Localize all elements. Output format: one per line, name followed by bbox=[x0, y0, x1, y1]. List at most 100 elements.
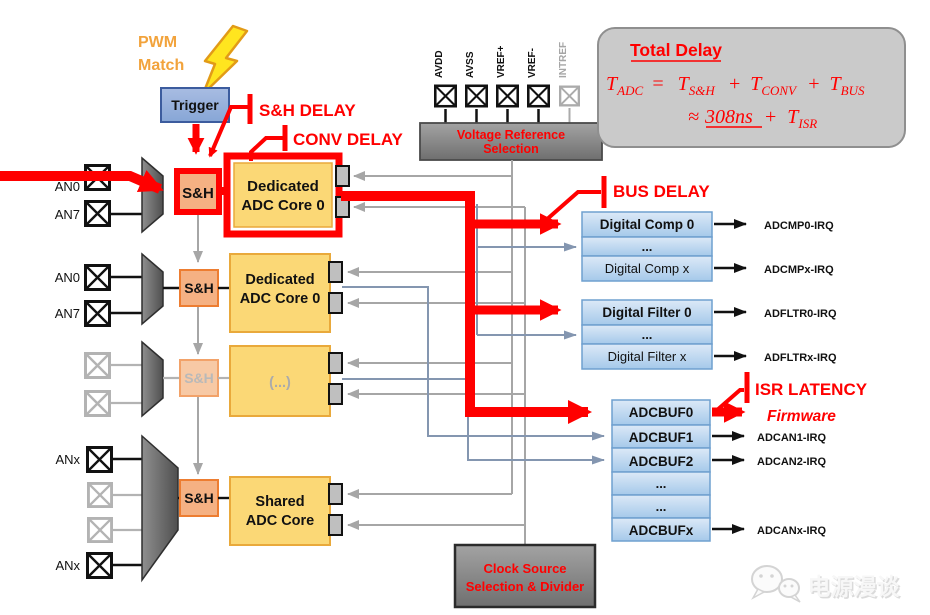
sh-3-label: S&H bbox=[184, 370, 214, 386]
channel-group-2: AN0 AN7 bbox=[55, 252, 180, 327]
pwm-match-label: PWM Match bbox=[138, 34, 184, 74]
sh-2: S&H bbox=[179, 269, 230, 307]
adc-core-4-box bbox=[229, 476, 331, 546]
wechat-icon bbox=[751, 565, 801, 603]
reference-pins: AVDD AVSS VREF+ VREF- INTREF bbox=[434, 42, 580, 123]
adc-core-1-line2: ADC Core 0 bbox=[241, 197, 324, 214]
adc-core-4: Shared ADC Core bbox=[229, 476, 343, 546]
trigger-box: Trigger bbox=[160, 87, 230, 123]
adcbuf0-row bbox=[611, 399, 711, 426]
adc-core-3-label: (...) bbox=[269, 375, 291, 391]
pin-vref-minus: VREF- bbox=[527, 48, 550, 123]
channel-group-1: AN0 AN7 bbox=[55, 156, 164, 234]
pin-vref-minus-label: VREF- bbox=[527, 48, 538, 78]
red-signal-path: S&H Dedicated ADC Core 0 bbox=[0, 105, 746, 424]
an7-label: AN7 bbox=[55, 306, 80, 321]
wechat-eye-1 bbox=[759, 574, 763, 578]
adcbuf-dots2-label: ... bbox=[656, 499, 667, 514]
total-delay-callout: Total Delay TADC=TS&H+TCONV+TBUS ≈308ns+… bbox=[597, 27, 906, 148]
adc-core-4-ref-port bbox=[328, 483, 343, 505]
adcanx-irq-label: ADCANx-IRQ bbox=[757, 525, 827, 537]
annotation-sh-delay: S&H DELAY bbox=[247, 94, 356, 124]
adc-core-3-clk-port bbox=[328, 383, 343, 405]
pwm-line1: PWM bbox=[138, 34, 177, 51]
pin-vref-plus: VREF+ bbox=[496, 45, 519, 123]
term-t-bus: T bbox=[830, 73, 843, 95]
conv-delay-connector bbox=[249, 136, 283, 161]
sh-delay-label: S&H DELAY bbox=[259, 101, 356, 120]
mux-1-icon bbox=[141, 156, 164, 234]
anx-bottom-label: ANx bbox=[55, 558, 80, 573]
bus-delay-connector bbox=[543, 190, 601, 223]
adc-core-3-box bbox=[229, 345, 331, 417]
anx-top-label: ANx bbox=[55, 452, 80, 467]
sh-3: S&H bbox=[179, 359, 230, 397]
digital-filter-0-label: Digital Filter 0 bbox=[602, 305, 691, 320]
wechat-eye-3 bbox=[783, 584, 787, 588]
adc-core-2-ref-port bbox=[328, 261, 343, 283]
adcbufx-label: ADCBUFx bbox=[629, 523, 694, 538]
total-delay-title: Total Delay bbox=[630, 40, 722, 60]
isr-latency-label: ISR LATENCY bbox=[755, 380, 868, 399]
digital-filter-0-row bbox=[581, 299, 713, 326]
voltage-reference-line2: Selection bbox=[483, 142, 539, 156]
adcbufx-row bbox=[611, 517, 711, 542]
pin-avdd-icon bbox=[434, 84, 457, 108]
red-bus-main bbox=[341, 191, 592, 424]
term-308ns: 308ns bbox=[704, 106, 753, 128]
adc-core-3-ref-port bbox=[328, 352, 343, 374]
anx-top-pin-icon bbox=[86, 446, 113, 473]
adcbuf2-row bbox=[611, 447, 711, 473]
term-t-sh: T bbox=[678, 73, 691, 95]
sh-2-label: S&H bbox=[184, 280, 214, 296]
adc-core-4-line1: Shared bbox=[255, 494, 304, 510]
wechat-bubble-large-tail bbox=[751, 588, 766, 600]
sh-delay-connector bbox=[208, 105, 249, 158]
gray-pin-icon-2 bbox=[84, 390, 111, 417]
pin-vref-plus-label: VREF+ bbox=[496, 45, 507, 78]
trigger-rect bbox=[160, 87, 230, 123]
voltage-reference-line1: Voltage Reference bbox=[457, 128, 565, 142]
clock-source-line2: Selection & Divider bbox=[466, 579, 584, 594]
digital-comp-x-label: Digital Comp x bbox=[605, 261, 690, 276]
wechat-eye-2 bbox=[770, 574, 774, 578]
wechat-bubble-small-tail bbox=[789, 594, 801, 603]
adc-core-2: Dedicated ADC Core 0 bbox=[229, 253, 343, 333]
pin-avdd-label: AVDD bbox=[434, 50, 445, 78]
pin-avss-icon bbox=[465, 84, 488, 108]
pin-vref-minus-icon bbox=[527, 84, 550, 108]
mux-2-icon bbox=[141, 252, 164, 326]
pin-intref-icon bbox=[559, 85, 580, 107]
bus-delay-label: BUS DELAY bbox=[613, 182, 710, 201]
adc-core-2-line2: ADC Core 0 bbox=[240, 291, 321, 307]
channel-group-3 bbox=[84, 340, 180, 418]
pin-avdd: AVDD bbox=[434, 50, 457, 123]
adc-core-1-highlight bbox=[223, 152, 343, 238]
clock-source-rect bbox=[453, 543, 597, 609]
gray-pin-icon-1 bbox=[87, 482, 113, 508]
digital-comp-block: Digital Comp 0 ... Digital Comp x ADCMP0… bbox=[581, 211, 834, 282]
firmware-label: Firmware bbox=[767, 408, 836, 425]
gray-pin-icon-1 bbox=[84, 352, 111, 379]
pin-avss-label: AVSS bbox=[465, 51, 476, 78]
lightning-icon bbox=[201, 24, 249, 96]
sh-4: S&H bbox=[179, 479, 230, 517]
digital-filter-block: Digital Filter 0 ... Digital Filter x AD… bbox=[581, 299, 837, 370]
an7-pin-icon bbox=[84, 200, 111, 227]
total-delay-bubble bbox=[597, 27, 906, 148]
an7-label: AN7 bbox=[55, 207, 80, 222]
wechat-bubble-large bbox=[751, 565, 783, 593]
trigger-label: Trigger bbox=[171, 97, 219, 113]
pin-intref: INTREF bbox=[558, 42, 580, 123]
adc-core-4-clk-port bbox=[328, 514, 343, 536]
adcbuf0-label: ADCBUF0 bbox=[629, 405, 694, 420]
adcbuf2-label: ADCBUF2 bbox=[629, 454, 694, 469]
digital-comp-x-row bbox=[581, 255, 713, 282]
term-t-adc: T bbox=[606, 73, 619, 95]
gray-pin-icon-2 bbox=[87, 517, 113, 543]
adc-core-2-line1: Dedicated bbox=[245, 272, 314, 288]
pin-avss: AVSS bbox=[465, 51, 488, 123]
adc-core-1-box bbox=[233, 162, 333, 228]
